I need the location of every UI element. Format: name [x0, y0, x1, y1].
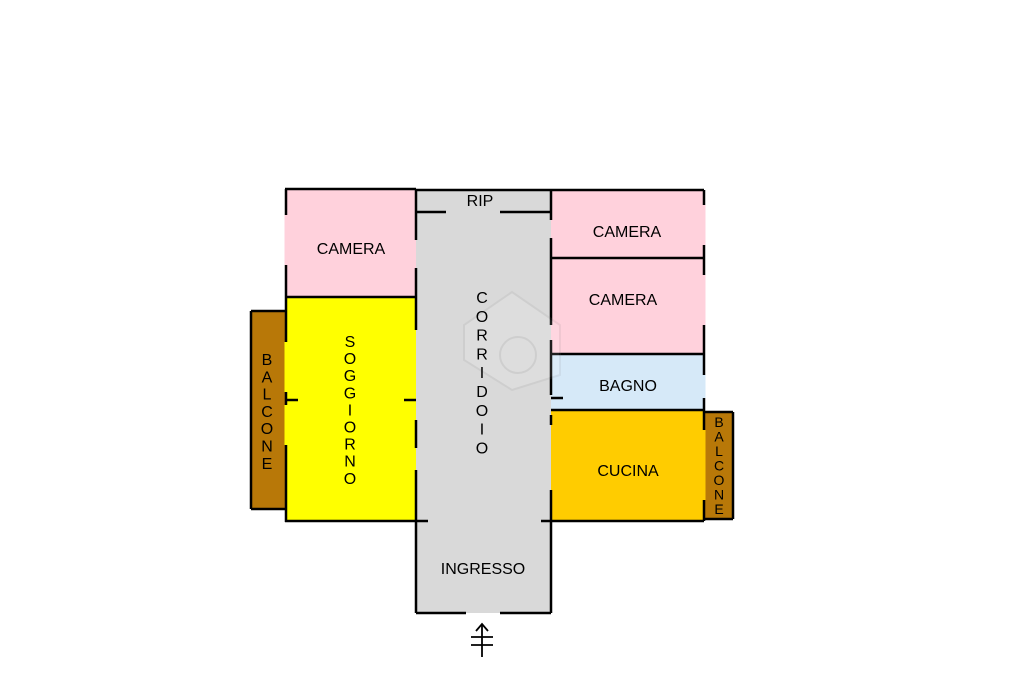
vertical-label-letter: R [344, 437, 356, 454]
vertical-label-letter: O [344, 420, 356, 437]
vertical-label-letter: A [714, 429, 724, 445]
vertical-label-letter: O [344, 351, 356, 368]
room-corridoio [416, 189, 551, 613]
label-rip: RIP [467, 193, 494, 210]
vertical-label-letter: N [344, 454, 356, 471]
balcone-left [251, 311, 286, 509]
vertical-label-letter: O [714, 472, 725, 488]
vertical-label-letter: I [348, 402, 352, 419]
vertical-label-letter: E [262, 456, 273, 473]
vertical-label-letter: O [476, 403, 488, 420]
vertical-label-letter: G [344, 385, 356, 402]
vertical-label-letter: R [476, 328, 488, 345]
label-ingresso: INGRESSO [441, 561, 525, 578]
vertical-label-letter: B [714, 414, 723, 430]
vertical-label-letter: C [714, 458, 724, 474]
vertical-label-letter: N [714, 487, 724, 503]
vertical-label-letter: I [480, 365, 484, 382]
watermark-logo-icon [463, 290, 561, 392]
vertical-label-letter: E [714, 501, 723, 517]
label-cucina: CUCINA [597, 463, 659, 480]
vertical-label-letter: L [715, 443, 723, 459]
vertical-label-letter: A [262, 369, 273, 386]
balcone-right [704, 412, 733, 519]
vertical-label-letter: S [345, 334, 356, 351]
wall-stubs [286, 396, 563, 402]
label-camera-right-top: CAMERA [593, 224, 662, 241]
room-camera-right-mid [551, 258, 704, 354]
label-camera-right-mid: CAMERA [589, 292, 658, 309]
vertical-label-letter: R [476, 346, 488, 363]
vertical-label-letter: O [476, 309, 488, 326]
vertical-label-letter: C [476, 290, 488, 307]
vertical-label-letter: O [476, 440, 488, 457]
vertical-label-letter: O [261, 421, 273, 438]
room-cucina [551, 410, 704, 521]
vertical-label-letter: O [344, 471, 356, 488]
vertical-label-letter: L [263, 387, 272, 404]
room-camera-left [286, 189, 416, 297]
entrance-arrow-icon [471, 622, 493, 657]
wall-openings [284, 205, 706, 500]
vertical-label-letter: I [480, 422, 484, 439]
vertical-label-letter: B [262, 352, 273, 369]
vertical-label-letter: C [261, 404, 273, 421]
vertical-label-letter: N [261, 439, 273, 456]
room-soggiorno [286, 297, 416, 521]
label-camera-left: CAMERA [317, 241, 386, 258]
room-camera-right-top [551, 190, 704, 258]
vertical-label-letter: G [344, 368, 356, 385]
label-bagno: BAGNO [599, 378, 657, 395]
room-bagno [551, 354, 704, 410]
vertical-label-letter: D [476, 384, 488, 401]
